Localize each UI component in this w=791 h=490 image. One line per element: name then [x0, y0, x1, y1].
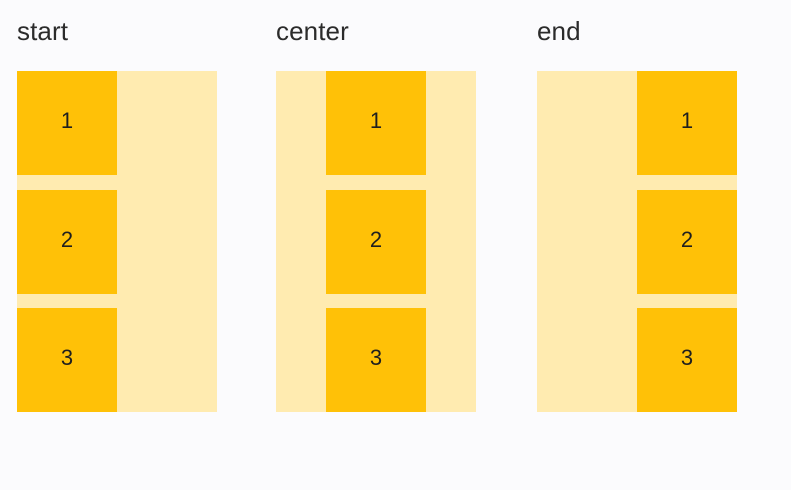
- flex-item: 2: [637, 189, 737, 294]
- flex-container-center: 1 2 3: [276, 71, 476, 412]
- group-label-end: end: [537, 16, 581, 46]
- group-label-start: start: [17, 16, 69, 46]
- flex-item-number: 1: [60, 108, 74, 133]
- flex-container-end: 1 2 3: [537, 71, 737, 412]
- flex-item-number: 1: [369, 108, 383, 133]
- flex-item: 3: [637, 308, 737, 412]
- flex-item: 3: [326, 308, 426, 412]
- flex-item-number: 2: [60, 226, 74, 252]
- flex-item: 1: [637, 71, 737, 175]
- flex-item-number: 2: [369, 226, 383, 252]
- flex-item-number: 3: [680, 345, 694, 370]
- flex-item-number: 3: [369, 345, 383, 370]
- group-label-center: center: [276, 16, 349, 46]
- flex-item: 2: [17, 189, 117, 294]
- flex-item-number: 2: [680, 226, 694, 252]
- flex-container-start: 1 2 3: [17, 71, 217, 412]
- flex-item: 1: [17, 71, 117, 175]
- flex-item-number: 1: [680, 108, 694, 133]
- flex-item: 2: [326, 189, 426, 294]
- flex-item-number: 3: [60, 345, 74, 370]
- flex-item: 1: [326, 71, 426, 175]
- flex-item: 3: [17, 308, 117, 412]
